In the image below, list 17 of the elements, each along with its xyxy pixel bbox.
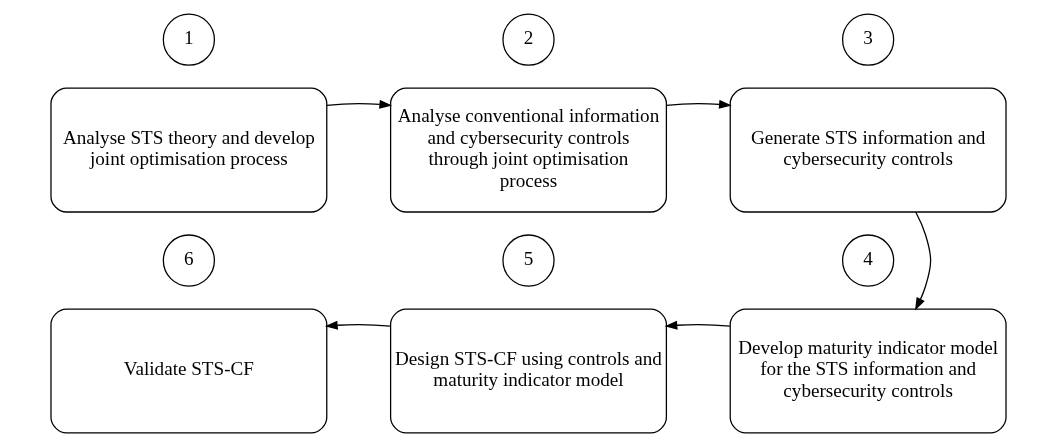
node-box: Design STS-CF using controls and maturity indicator model (389, 307, 667, 434)
arrow (664, 320, 731, 330)
node-circle: 6 (162, 233, 215, 287)
node-circle: 3 (841, 12, 894, 66)
arrow (665, 99, 732, 109)
arrow (914, 211, 931, 311)
node-box: Analyse conventional information and cybersecurity controls through joint optimisation process (389, 87, 667, 213)
arrow (325, 99, 392, 109)
node-circle: 2 (501, 12, 555, 66)
arrow (324, 320, 391, 330)
node-box: Analyse STS theory and develop joint optimisation process (49, 87, 327, 213)
node-circle: 5 (501, 233, 555, 287)
node-circle: 1 (162, 12, 215, 66)
node-box: Validate STS-CF (49, 307, 327, 434)
node-box: Develop maturity indicator model for the STS information and cybersecurity controls (729, 307, 1007, 434)
node-circle: 4 (841, 233, 894, 287)
node-box: Generate STS information and cybersecurity controls (729, 87, 1007, 213)
